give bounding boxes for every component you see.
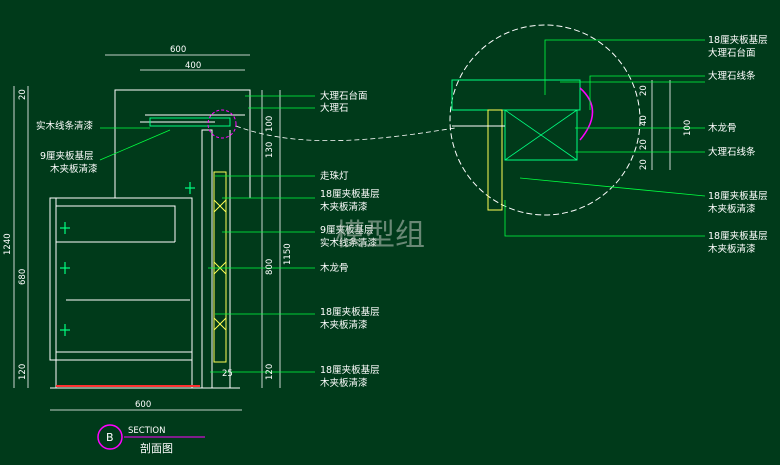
edge-callout-circle bbox=[207, 109, 237, 139]
marble-top-detail bbox=[149, 109, 237, 139]
dim-top-inner: 400 bbox=[185, 61, 201, 71]
detail-circle bbox=[449, 24, 641, 216]
dim-bottom-600: 600 bbox=[135, 400, 151, 410]
detail-label-ply18-a: 18厘夹板基层 bbox=[708, 190, 768, 202]
dim-right-120: 120 bbox=[265, 364, 275, 380]
label-ply9-a: 9厘夹板基层 bbox=[40, 150, 94, 162]
section-word: SECTION bbox=[128, 426, 165, 436]
section-bubble-letter: B bbox=[106, 431, 114, 444]
label-ply9-d: 实木线条清漆 bbox=[320, 237, 378, 249]
detail-dimension-lines bbox=[651, 80, 671, 170]
detail-label-ply18-b: 18厘夹板基层 bbox=[708, 230, 768, 242]
label-ply9-c: 9厘夹板基层 bbox=[320, 224, 374, 236]
label-ply18-2a: 18厘夹板基层 bbox=[320, 306, 380, 318]
section-elevation bbox=[49, 89, 251, 389]
detail-dim-20b: 20 bbox=[639, 139, 649, 150]
dim-right-800: 800 bbox=[265, 259, 275, 275]
detail-label-marble-strip-2: 大理石线条 bbox=[708, 146, 756, 158]
dim-left-total: 1240 bbox=[3, 233, 13, 255]
label-keel: 木龙骨 bbox=[320, 262, 349, 274]
detail-dim-40: 40 bbox=[639, 115, 649, 126]
detail-dim-20c: 20 bbox=[639, 159, 649, 170]
section-bubble bbox=[97, 424, 123, 450]
wood-panel bbox=[213, 171, 227, 363]
dimension-lines bbox=[13, 54, 281, 411]
drawer-recess bbox=[56, 205, 176, 242]
title-block: B SECTION 剖面图 bbox=[97, 424, 205, 455]
detail-label-ply18-top: 18厘夹板基层 bbox=[708, 34, 768, 46]
detail-label-ply18-b2: 木夹板清漆 bbox=[708, 243, 756, 255]
label-wood-strip: 实木线条清漆 bbox=[36, 120, 94, 132]
dim-left-120: 120 bbox=[18, 364, 28, 380]
drawing-title: 剖面图 bbox=[140, 441, 173, 455]
dim-left-20: 20 bbox=[18, 89, 28, 100]
label-ply18-1b: 木夹板清漆 bbox=[320, 201, 368, 213]
upper-counter-frame bbox=[114, 89, 251, 198]
detail-label-keel: 木龙骨 bbox=[708, 122, 737, 134]
label-ply18-1a: 18厘夹板基层 bbox=[320, 188, 380, 200]
label-marble-top: 大理石台面 bbox=[320, 90, 368, 102]
dim-right-1150: 1150 bbox=[283, 243, 293, 265]
callout-connector bbox=[235, 125, 456, 142]
dim-top-overall: 600 bbox=[170, 45, 186, 55]
detail-vertical-panel bbox=[487, 109, 503, 211]
dim-small-25: 25 bbox=[222, 369, 233, 379]
detail-marble-edge bbox=[579, 87, 594, 141]
label-ply18-2b: 木夹板清漆 bbox=[320, 319, 368, 331]
watermark-text: 模型组 bbox=[335, 218, 425, 253]
label-bead-lamp: 走珠灯 bbox=[320, 170, 349, 182]
detail-dim-100: 100 bbox=[683, 120, 693, 136]
detail-keel-diagonal-2 bbox=[504, 109, 578, 161]
detail-label-marble-top: 大理石台面 bbox=[708, 47, 756, 59]
dim-left-680: 680 bbox=[18, 269, 28, 285]
dim-right-100: 100 bbox=[265, 116, 275, 132]
label-ply9-b: 木夹板清漆 bbox=[50, 163, 98, 175]
leader-lines bbox=[99, 95, 315, 373]
detail-callout bbox=[235, 24, 641, 216]
detail-dim-20a: 20 bbox=[639, 85, 649, 96]
detail-label-marble-strip-1: 大理石线条 bbox=[708, 70, 756, 82]
dim-right-130: 130 bbox=[265, 142, 275, 158]
detail-leader-lines bbox=[504, 39, 706, 237]
label-ply18-3b: 木夹板清漆 bbox=[320, 377, 368, 389]
label-marble: 大理石 bbox=[320, 102, 349, 114]
detail-label-ply18-a2: 木夹板清漆 bbox=[708, 203, 756, 215]
detail-keel bbox=[504, 109, 578, 161]
hardware-marks bbox=[60, 182, 195, 336]
marble-slab bbox=[149, 117, 231, 127]
label-ply18-3a: 18厘夹板基层 bbox=[320, 364, 380, 376]
